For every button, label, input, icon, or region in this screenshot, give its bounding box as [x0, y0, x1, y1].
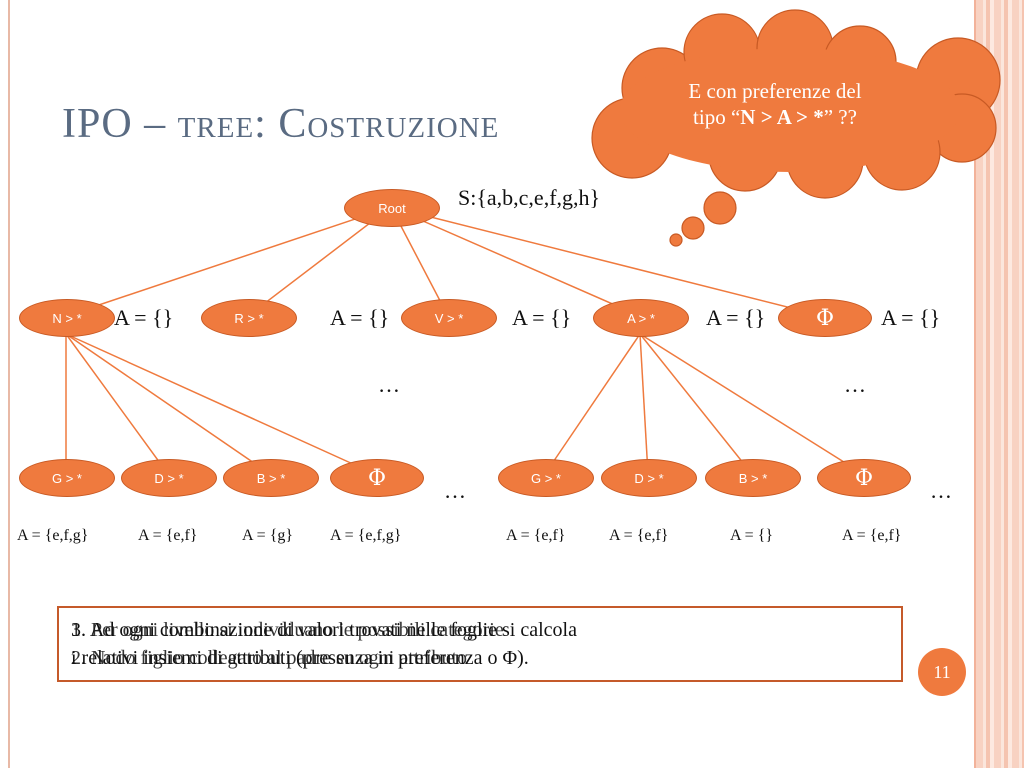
level2-node-d-left: D > * — [121, 459, 217, 497]
edge-a-d — [639, 333, 649, 475]
note-layer-overlay: 1. Per ogni livello si individuano le po… — [71, 616, 893, 672]
level2-label-d-left: A = {e,f} — [138, 527, 198, 544]
page-number-badge: 11 — [918, 648, 966, 696]
level2-node-phi-left: Φ — [330, 459, 424, 497]
page-title: IPO – tree: Costruzione — [62, 101, 500, 147]
cloud-line-2-bold: N > A > * — [740, 105, 824, 129]
level2-label-b-right: A = {} — [730, 527, 774, 544]
edge-root-a — [390, 206, 641, 317]
edge-root-r — [247, 206, 392, 317]
thought-cloud-text: E con preferenze del tipo “N > A > *” ?? — [640, 78, 910, 130]
level2-ellipsis-left: … — [444, 478, 466, 503]
level1-label-n: A = {} — [114, 305, 174, 330]
note-line-1: 3. Ad ogni combinazione di valori trovat… — [71, 619, 577, 641]
node-label: N > * — [52, 310, 82, 326]
page-number: 11 — [933, 661, 951, 682]
level2-ellipsis-right: … — [930, 478, 952, 503]
left-rule — [8, 0, 10, 768]
edge-root-n — [65, 206, 392, 317]
note-line-2: i relativi insiemi di attributi (presenz… — [71, 647, 529, 669]
node-label: Φ — [815, 305, 835, 331]
level2-node-d-right: D > * — [601, 459, 697, 497]
cloud-line-1: E con preferenze del — [688, 79, 862, 103]
level1-node-r: R > * — [201, 299, 297, 337]
node-label: G > * — [531, 470, 561, 486]
note-box: 1. Per ogni livello si individuano le po… — [57, 606, 903, 682]
level2-label-b-left: A = {g} — [242, 527, 294, 544]
edge-n-b — [65, 333, 271, 475]
level1-label-phi: A = {} — [881, 305, 941, 330]
level2-node-g-right: G > * — [498, 459, 594, 497]
level2-label-phi-right: A = {e,f} — [842, 527, 902, 544]
set-label: S:{a,b,c,e,f,g,h} — [458, 185, 601, 210]
level1-label-a: A = {} — [706, 305, 766, 330]
level2-label-g-right: A = {e,f} — [506, 527, 566, 544]
level1-ellipsis-right: … — [844, 372, 866, 397]
node-label: A > * — [627, 310, 655, 326]
node-label: Φ — [854, 465, 874, 491]
note-layer-main: 3. Ad ogni combinazione di valori trovat… — [71, 616, 893, 672]
note-overlay-line-1: 1. Per ogni livello si individuano le po… — [71, 619, 504, 641]
level1-label-v: A = {} — [512, 305, 572, 330]
edge-n-d — [65, 333, 169, 475]
level1-node-phi: Φ — [778, 299, 872, 337]
node-label: Φ — [367, 465, 387, 491]
cloud-line-2-suffix: ” ?? — [823, 105, 857, 129]
level2-node-phi-right: Φ — [817, 459, 911, 497]
node-label: D > * — [154, 470, 184, 486]
level1-node-a: A > * — [593, 299, 689, 337]
note-overlay-line-2: 2. Nodo figlio collegato al padre su ogn… — [71, 647, 468, 669]
root-node: Root — [344, 189, 440, 227]
node-label: R > * — [234, 310, 264, 326]
root-node-label: Root — [378, 200, 406, 216]
cloud-line-2-prefix: tipo “ — [693, 105, 741, 129]
thought-cloud-shape — [591, 9, 1001, 247]
node-label: B > * — [738, 470, 768, 486]
edge-root-phi — [390, 206, 824, 317]
node-label: B > * — [256, 470, 286, 486]
level1-label-r: A = {} — [330, 305, 390, 330]
level2-label-d-right: A = {e,f} — [609, 527, 669, 544]
level2-node-b-left: B > * — [223, 459, 319, 497]
level2-node-g-left: G > * — [19, 459, 115, 497]
edge-a-phi — [639, 333, 864, 475]
level2-label-phi-left: A = {e,f,g} — [330, 527, 402, 544]
node-label: V > * — [434, 310, 464, 326]
edge-a-g — [544, 333, 641, 475]
edge-a-b — [639, 333, 753, 475]
right-line — [974, 0, 976, 768]
level2-node-b-right: B > * — [705, 459, 801, 497]
edge-n-phi — [65, 333, 376, 475]
node-label: D > * — [634, 470, 664, 486]
cloud-line-2: tipo “N > A > *” ?? — [640, 104, 910, 130]
level1-ellipsis-left: … — [378, 372, 400, 397]
level2-label-g-left: A = {e,f,g} — [17, 527, 89, 544]
node-label: G > * — [52, 470, 82, 486]
level1-node-v: V > * — [401, 299, 497, 337]
level1-node-n: N > * — [19, 299, 115, 337]
